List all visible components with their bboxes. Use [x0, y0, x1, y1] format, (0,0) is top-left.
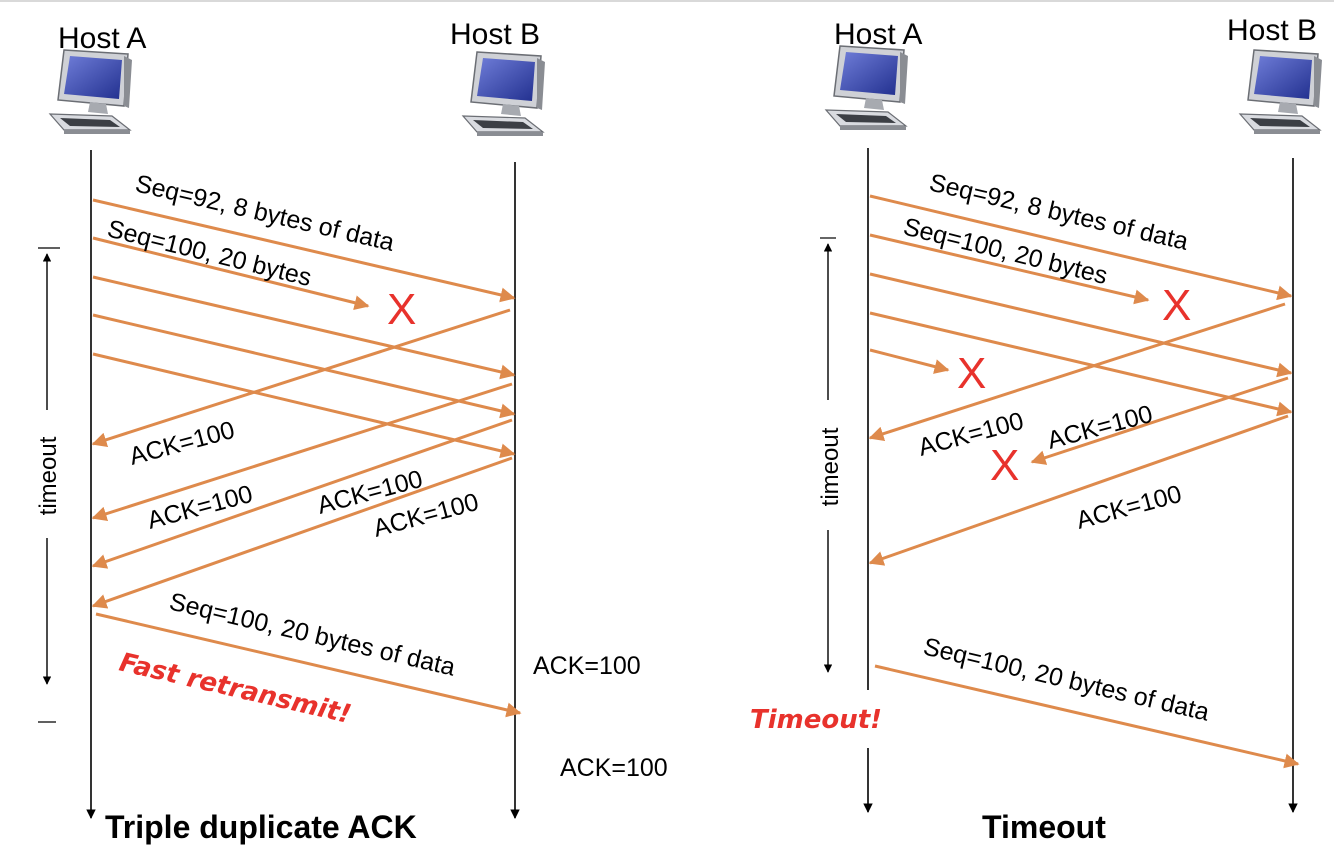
right-ack2-label: ACK=100 [1044, 400, 1155, 455]
left-ack2-arrow [91, 382, 513, 522]
right-ack1-arrow [868, 302, 1286, 441]
left-ack1-arrow [91, 308, 511, 448]
left-retransmit-arrow [95, 612, 522, 718]
left-timeout-label: timeout [35, 436, 62, 515]
left-loss-marker: X [387, 285, 416, 334]
left-ack4-arrow [91, 456, 513, 609]
left-ack-after-1-label: ACK=100 [533, 652, 641, 680]
right-ack2-lost-arrow [1030, 376, 1289, 465]
right-loss-marker-1: X [1162, 281, 1191, 330]
right-caption: Timeout [982, 809, 1106, 845]
left-ack1-label: ACK=100 [126, 416, 237, 471]
right-timeout-label: timeout [817, 427, 844, 506]
top-border [0, 0, 1334, 2]
host-b-computer-icon [462, 51, 546, 137]
left-host-a-label: Host A [58, 22, 146, 55]
right-host-b-label: Host B [1227, 14, 1317, 47]
left-ack2-label: ACK=100 [144, 480, 255, 535]
fast-retransmit-alert: Fast retransmit! [116, 648, 353, 731]
left-host-b-label: Host B [450, 18, 540, 51]
right-host-a-label: Host A [834, 18, 922, 51]
right-retransmit-arrow [874, 664, 1300, 769]
right-seg3-arrow [869, 272, 1293, 378]
right-loss-marker-2: X [957, 349, 986, 398]
left-ack-after-2-label: ACK=100 [560, 754, 668, 782]
left-seg4-arrow [92, 313, 516, 419]
right-panel: Host A Host B timeout Seq=92, 8 bytes of… [750, 14, 1323, 845]
right-seg2-lost-arrow [869, 233, 1150, 305]
right-seg4-arrow [869, 311, 1293, 417]
right-seg1-arrow [869, 194, 1293, 301]
right-host-a-computer-icon [825, 45, 909, 131]
right-loss-marker-3: X [990, 441, 1019, 490]
host-a-computer-icon [49, 49, 133, 135]
right-ack3-arrow [868, 414, 1289, 566]
left-panel: Host A Host B timeout Seq=92, 8 bytes of… [35, 18, 668, 845]
left-seg1-arrow [92, 198, 516, 303]
left-seg5-arrow [92, 352, 516, 459]
timeout-alert: Timeout! [750, 705, 882, 735]
right-retransmit-label: Seq=100, 20 bytes of data [921, 633, 1212, 727]
left-caption: Triple duplicate ACK [105, 809, 417, 845]
left-ack3-arrow [91, 418, 513, 569]
right-ack3-label: ACK=100 [1073, 480, 1184, 535]
left-seg3-arrow [92, 275, 516, 380]
left-seg2-lost-arrow [92, 236, 370, 311]
right-seg5-lost-arrow [869, 348, 950, 374]
right-host-b-computer-icon [1239, 49, 1323, 135]
